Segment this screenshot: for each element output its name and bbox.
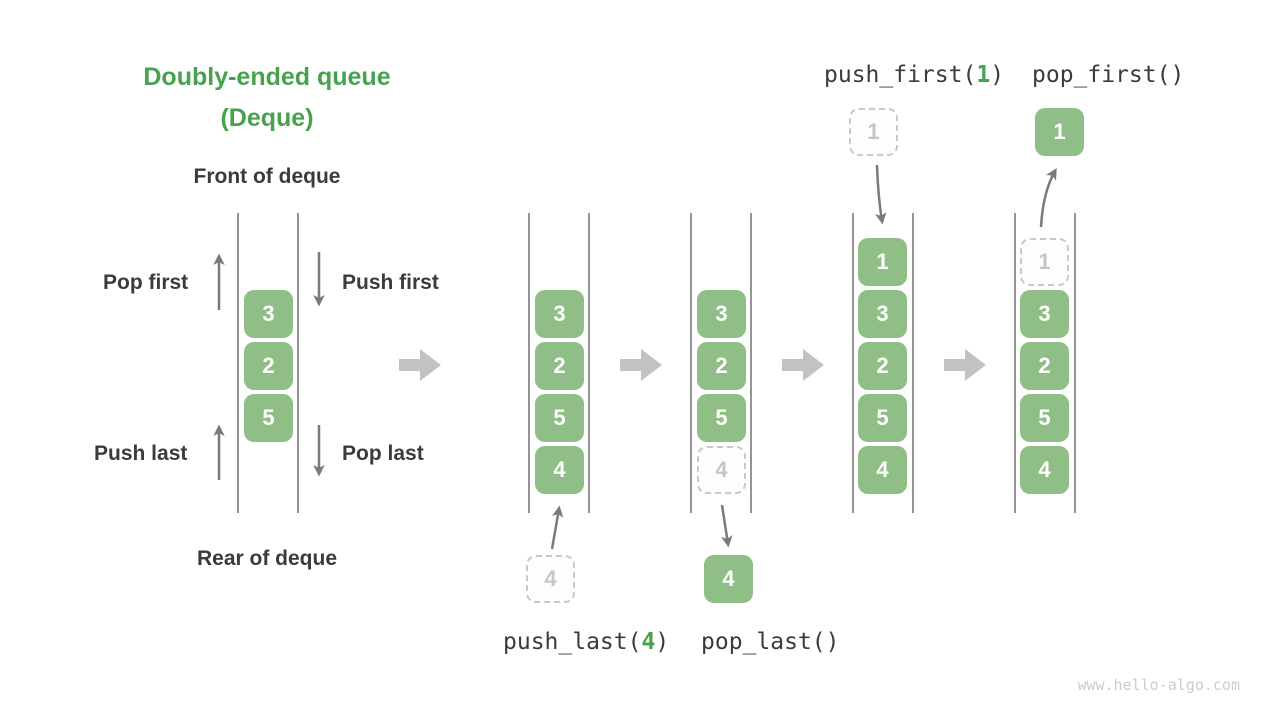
queue-cell-ghost: 4: [697, 446, 746, 494]
queue-cell: 2: [858, 342, 907, 390]
push-first-insert-arrow-icon: [875, 164, 887, 225]
queue-cell: 3: [858, 290, 907, 338]
code-text: push_last(: [503, 629, 642, 655]
push-last-call-label: push_last(4): [503, 629, 669, 655]
pop-last-label: Pop last: [342, 442, 424, 465]
diagram-title: Doubly-ended queue (Deque): [87, 57, 447, 139]
next-step-arrow-icon: [944, 349, 986, 381]
queue-cell: 2: [697, 342, 746, 390]
pop-first-outgoing-cell: 1: [1035, 108, 1084, 156]
pop-first-remove-arrow-icon: [1039, 168, 1057, 228]
pop-last-outgoing-cell: 4: [704, 555, 753, 603]
next-step-arrow-icon: [782, 349, 824, 381]
queue3-right-wall: [750, 213, 752, 513]
pop-first-call-label: pop_first(): [1032, 62, 1185, 88]
queue-cell: 2: [535, 342, 584, 390]
queue3-left-wall: [690, 213, 692, 513]
push-last-label: Push last: [94, 442, 188, 465]
queue4-left-wall: [852, 213, 854, 513]
queue2-left-wall: [528, 213, 530, 513]
push-first-label: Push first: [342, 271, 439, 294]
queue-cell: 4: [858, 446, 907, 494]
next-step-arrow-icon: [399, 349, 441, 381]
queue-cell: 2: [244, 342, 293, 390]
code-text: ): [990, 62, 1005, 88]
queue-cell: 5: [535, 394, 584, 442]
code-text: push_first(: [824, 62, 977, 88]
queue4-right-wall: [912, 213, 914, 513]
next-step-arrow-icon: [620, 349, 662, 381]
push-last-insert-arrow-icon: [550, 505, 564, 550]
push-last-incoming-cell: 4: [526, 555, 575, 603]
queue-cell: 3: [535, 290, 584, 338]
pop-first-label: Pop first: [103, 271, 189, 294]
front-of-deque-label: Front of deque: [193, 165, 341, 188]
queue-cell: 5: [697, 394, 746, 442]
pop-last-call-label: pop_last(): [701, 629, 840, 655]
code-arg: 4: [641, 629, 656, 655]
code-text: ): [655, 629, 670, 655]
diagram-title-line2: (Deque): [220, 104, 314, 132]
queue-cell: 4: [1020, 446, 1069, 494]
queue1-right-wall: [297, 213, 299, 513]
queue-cell: 1: [858, 238, 907, 286]
push-first-incoming-cell: 1: [849, 108, 898, 156]
queue-cell: 5: [1020, 394, 1069, 442]
queue2-right-wall: [588, 213, 590, 513]
queue-cell: 5: [244, 394, 293, 442]
pop-last-remove-arrow-icon: [720, 504, 733, 548]
diagram-title-line1: Doubly-ended queue: [143, 63, 391, 91]
queue-cell: 4: [535, 446, 584, 494]
code-arg: 1: [976, 62, 991, 88]
rear-of-deque-label: Rear of deque: [196, 547, 338, 570]
queue-cell-ghost: 1: [1020, 238, 1069, 286]
queue-cell: 3: [697, 290, 746, 338]
queue5-left-wall: [1014, 213, 1016, 513]
queue-cell: 3: [244, 290, 293, 338]
queue1-left-wall: [237, 213, 239, 513]
queue-cell: 2: [1020, 342, 1069, 390]
queue-cell: 3: [1020, 290, 1069, 338]
watermark: www.hello-algo.com: [1077, 676, 1240, 694]
queue-cell: 5: [858, 394, 907, 442]
queue5-right-wall: [1074, 213, 1076, 513]
push-first-call-label: push_first(1): [824, 62, 1004, 88]
